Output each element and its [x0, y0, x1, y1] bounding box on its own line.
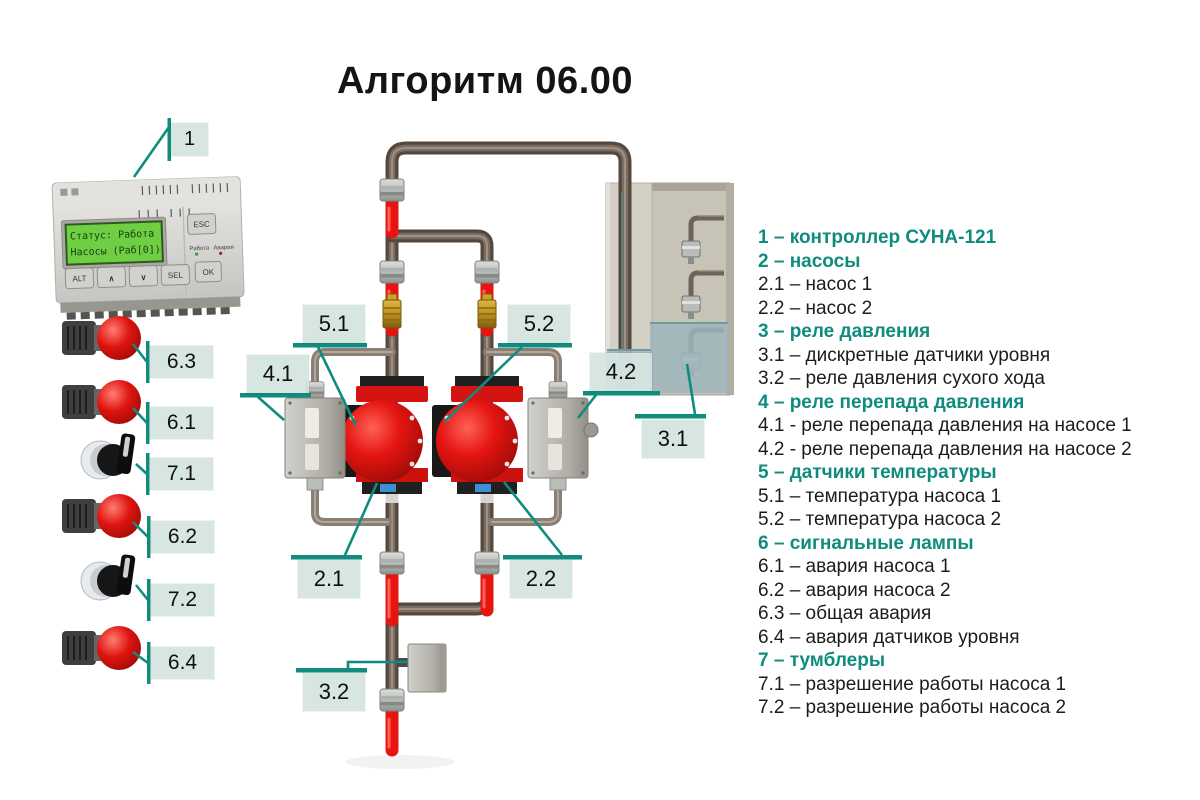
legend-item: 3.1 – дискретные датчики уровня: [758, 344, 1051, 366]
legend-item: 6.4 – авария датчиков уровня: [758, 626, 1020, 648]
callout-5-2-label: 5.2: [523, 311, 555, 336]
legend-item: 3.2 – реле давления сухого хода: [758, 368, 1045, 389]
legend-item: 2.1 – насос 1: [758, 274, 873, 295]
callout-6-2-label: 6.2: [167, 525, 198, 548]
callout-1: 1: [171, 123, 208, 156]
piping: [305, 148, 625, 769]
lamp-6-4: [62, 626, 141, 670]
legend-heading: 6 – сигнальные лампы: [758, 532, 974, 554]
ok-button-icon: [194, 260, 223, 283]
callout-6-3: 6.3: [150, 346, 213, 378]
sel-label: SEL: [168, 271, 184, 281]
legend-heading: 3 – реле давления: [758, 321, 931, 342]
callout-6-4: 6.4: [151, 647, 214, 679]
alt-label: ALT: [72, 274, 86, 283]
callout-4-2: 4.2: [590, 353, 652, 391]
pressure-relay-4-2: [527, 397, 599, 491]
legend-item: 7.2 – разрешение работы насоса 2: [758, 697, 1067, 718]
up-label: ∧: [108, 274, 114, 283]
callout-3-2: 3.2: [303, 673, 365, 711]
callout-2-1-label: 2.1: [313, 566, 345, 591]
callout-5-1: 5.1: [303, 305, 365, 343]
ok-label: OK: [202, 268, 215, 277]
legend-item: 5.2 – температура насоса 2: [758, 509, 1002, 530]
callout-6-2: 6.2: [151, 521, 214, 553]
down-button-icon: [128, 265, 159, 287]
callout-7-1-label: 7.1: [166, 462, 197, 485]
dry-run-relay-3-2: [398, 643, 447, 693]
callout-7-1: 7.1: [150, 458, 213, 490]
legend-heading: 7 – тумблеры: [758, 650, 886, 671]
led-run-label: Работа: [189, 246, 210, 253]
legend-item: 7.1 – разрешение работы насоса 1: [758, 673, 1067, 695]
lcd-line-2: Насосы (Раб[0]): [70, 243, 161, 258]
callout-6-1-label: 6.1: [166, 411, 197, 434]
esc-button-icon: [186, 213, 217, 235]
callout-1-label: 1: [183, 128, 196, 150]
lamp-6-3: [62, 316, 141, 360]
callout-lines: [131, 118, 706, 684]
legend-item: 6.3 – общая авария: [758, 603, 932, 624]
legend-heading: 1 – контроллер СУНА-121: [758, 227, 997, 248]
up-button-icon: [96, 266, 127, 289]
legend-item: 2.2 – насос 2: [758, 297, 873, 319]
callout-3-1: 3.1: [642, 420, 704, 458]
lamp-6-2: [62, 494, 141, 538]
toggle-7-1: [80, 433, 136, 480]
callout-6-4-label: 6.4: [167, 651, 198, 674]
callout-6-3-label: 6.3: [166, 350, 197, 373]
callout-5-1-label: 5.1: [318, 311, 350, 336]
callout-2-2-label: 2.2: [525, 566, 557, 591]
lamp-6-1: [62, 380, 141, 424]
pressure-relay-4-1: [284, 397, 346, 491]
controller-lcd: Статус: Работа Насосы (Раб[0]): [60, 216, 168, 270]
legend-item: 6.2 – авария насоса 2: [758, 579, 951, 601]
callout-6-1: 6.1: [150, 407, 213, 439]
toggle-7-2: [80, 554, 136, 601]
legend-heading: 2 – насосы: [758, 250, 861, 272]
legend-heading: 4 – реле перепада давления: [758, 391, 1025, 413]
callout-2-1: 2.1: [298, 560, 360, 598]
callout-7-2-label: 7.2: [167, 588, 198, 611]
callout-3-1-label: 3.1: [657, 426, 689, 451]
callout-5-2: 5.2: [508, 305, 570, 343]
legend-heading: 5 – датчики температуры: [758, 462, 997, 483]
callout-2-2: 2.2: [510, 560, 572, 598]
controller-illustration: Статус: Работа Насосы (Раб[0]) ESC Работ…: [51, 176, 245, 320]
legend-item: 4.2 - реле перепада давления на насосе 2: [758, 438, 1132, 460]
led-alarm-label: Авария: [213, 245, 234, 252]
pump-2-2: [432, 376, 523, 494]
page-title: Алгоритм 06.00: [336, 60, 634, 102]
lcd-line-1: Статус: Работа: [70, 228, 155, 243]
alt-button-icon: [64, 267, 95, 290]
callout-3-2-label: 3.2: [318, 679, 350, 704]
down-label: ∨: [140, 273, 146, 282]
callout-7-2: 7.2: [151, 584, 214, 616]
callout-4-2-label: 4.2: [605, 359, 637, 384]
callout-4-1: 4.1: [247, 355, 309, 393]
legend-item: 6.1 – авария насоса 1: [758, 556, 951, 577]
pump-2-1: [337, 376, 428, 494]
sel-button-icon: [160, 264, 191, 286]
legend-item: 4.1 - реле перепада давления на насосе 1: [758, 415, 1132, 436]
callout-4-1-label: 4.1: [262, 361, 294, 386]
legend-item: 5.1 – температура насоса 1: [758, 485, 1002, 507]
esc-label: ESC: [193, 220, 210, 230]
